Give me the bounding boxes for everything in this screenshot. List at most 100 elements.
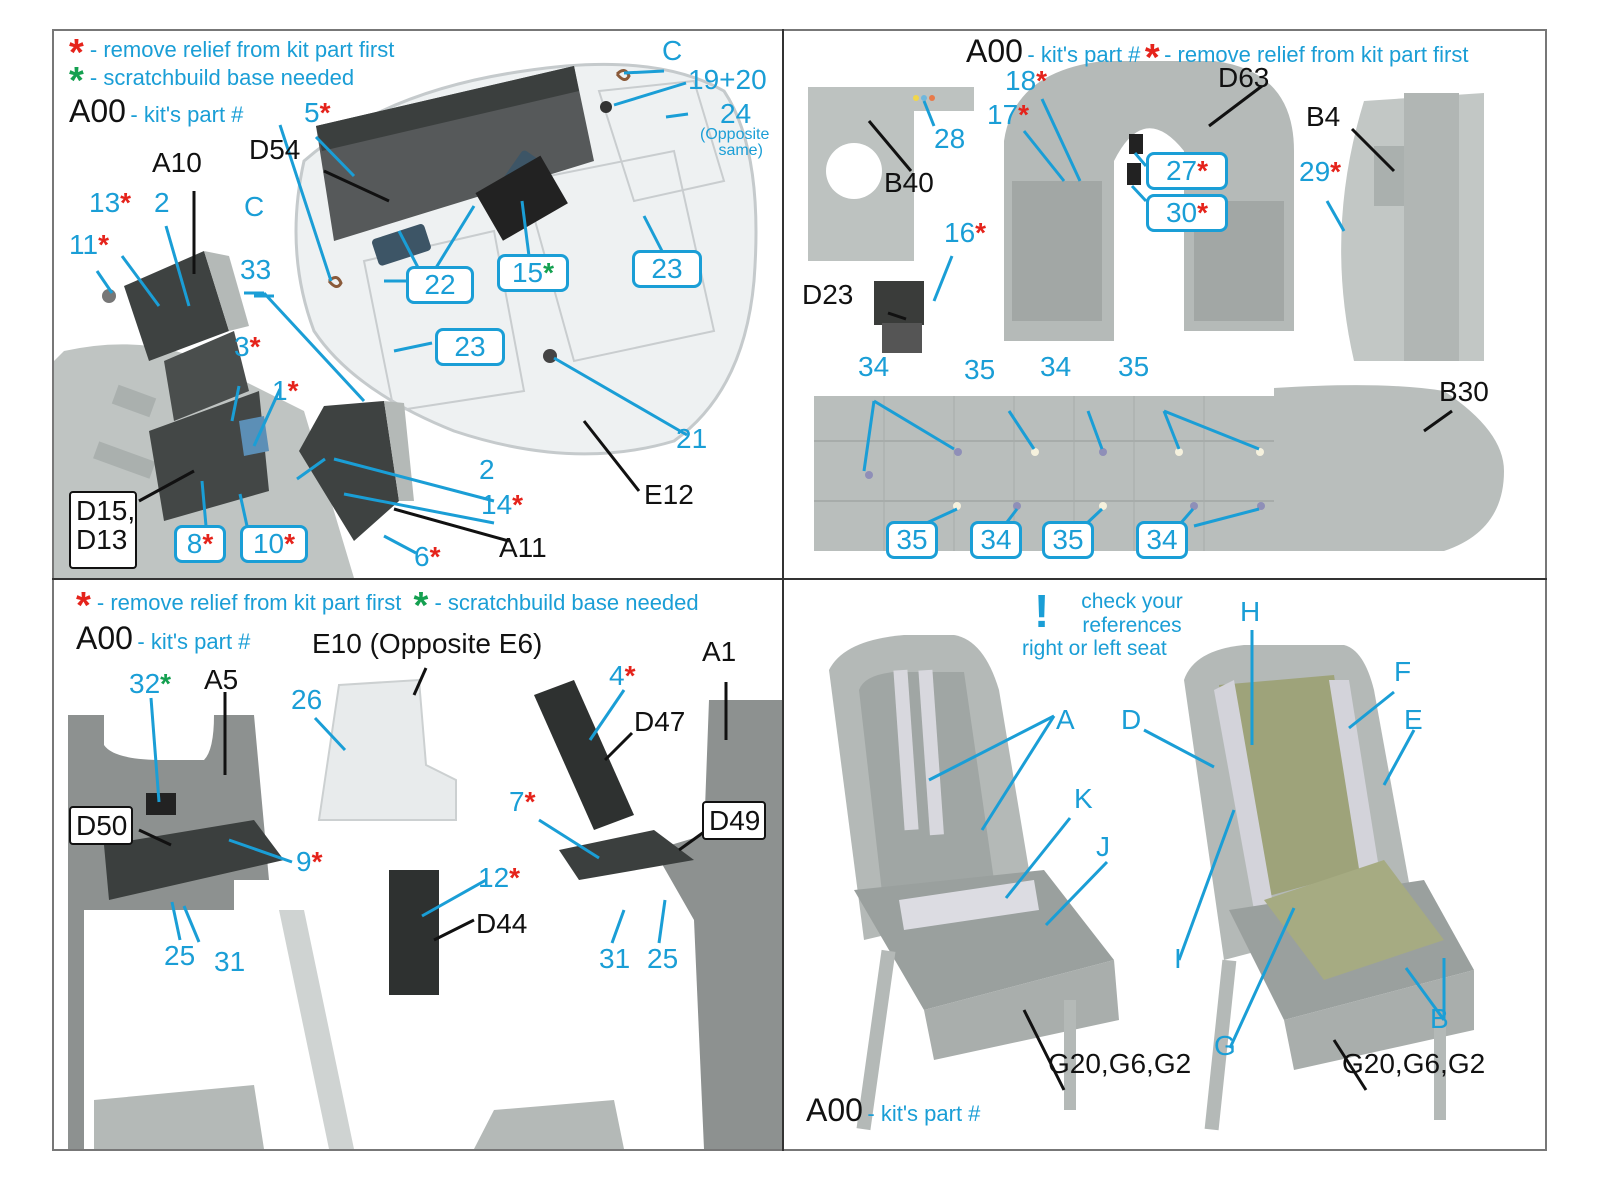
panel-instrument-panel-canopy: * - remove relief from kit part first * …	[54, 31, 782, 578]
callout-6: 6*	[414, 541, 441, 572]
callout-31-right: 31	[599, 943, 631, 974]
green-star-icon: *	[413, 585, 429, 627]
red-star-icon: *	[76, 585, 91, 627]
callout-5: 5*	[304, 97, 331, 128]
legend-line-p3: * - remove relief from kit part first * …	[76, 587, 699, 625]
legend-green-star-line: * - scratchbuild base needed	[69, 62, 355, 100]
callout-I: I	[1174, 943, 1182, 974]
panel-side-panels: * - remove relief from kit part first * …	[54, 580, 782, 1149]
callout-15: 15*	[497, 254, 569, 292]
part-D44	[389, 870, 439, 995]
part-label-D15-D13: D15,D13	[69, 491, 137, 569]
part-label-D63: D63	[1218, 62, 1270, 93]
callout-26: 26	[291, 684, 323, 715]
legend-kit-text: - kit's part #	[1027, 42, 1141, 67]
callout-1: 1*	[272, 375, 299, 406]
callout-8: 8*	[174, 525, 226, 563]
legend-kit-part-line-p3: A00 - kit's part #	[76, 622, 250, 654]
panel-side-consoles-floor: A00 - kit's part # * - remove relief fro…	[784, 31, 1545, 578]
callout-25-right: 25	[647, 943, 679, 974]
kit-code-sample: A00	[69, 93, 126, 129]
callout-H: H	[1240, 596, 1261, 627]
callout-17: 17*	[987, 99, 1030, 130]
part-B40	[808, 87, 974, 261]
callout-F: F	[1394, 656, 1412, 687]
part-label-B40: B40	[884, 167, 934, 198]
callout-4: 4*	[609, 660, 636, 691]
part-label-E10: E10 (Opposite E6)	[312, 628, 543, 659]
callout-33: 33	[240, 254, 272, 285]
callout-J: J	[1096, 831, 1110, 862]
part-E10	[317, 678, 457, 821]
callout-29: 29*	[1299, 156, 1342, 187]
callout-C-left: C	[244, 191, 265, 222]
callout-28: 28	[934, 123, 966, 154]
callout-30: 30*	[1146, 194, 1228, 232]
callout-12: 12*	[478, 862, 521, 893]
callout-13: 13*	[89, 187, 132, 218]
callout-9: 9*	[296, 846, 323, 877]
callout-G: G	[1214, 1030, 1236, 1061]
part-D49	[559, 830, 694, 880]
kit-code-sample: A00	[76, 620, 133, 656]
callout-18: 18*	[1005, 65, 1048, 96]
glare-shield-D54	[316, 66, 594, 241]
red-star-icon: *	[1144, 37, 1160, 79]
callout-16: 16*	[944, 217, 987, 248]
callout-35-bottom-b: 35	[1042, 521, 1094, 559]
callout-34-bottom-b: 34	[1136, 521, 1188, 559]
panel2-illustration	[808, 61, 1504, 551]
callout-34-top-a: 34	[858, 351, 890, 382]
legend-green-text: - scratchbuild base needed	[434, 590, 699, 615]
instrument-panel-A10	[124, 251, 229, 361]
callout-35-bottom-a: 35	[886, 521, 938, 559]
callout-34-top-b: 34	[1040, 351, 1072, 382]
part-label-A5: A5	[204, 664, 239, 695]
callout-14: 14*	[481, 489, 524, 520]
part-label-D23: D23	[802, 279, 854, 310]
callout-D: D	[1121, 704, 1142, 735]
legend-kit-text: - kit's part #	[130, 102, 244, 127]
part-label-D49: D49	[702, 801, 766, 841]
callout-7: 7*	[509, 786, 536, 817]
part-D50	[104, 820, 284, 900]
callout-31-left: 31	[214, 946, 246, 977]
part-label-G20-G6-G2-right: G20,G6,G2	[1342, 1048, 1486, 1079]
part-label-A10: A10	[152, 147, 202, 178]
callout-32: 32*	[129, 668, 172, 699]
callout-21: 21	[676, 423, 708, 454]
instrument-panel-A11	[299, 401, 399, 541]
check-references-line3: right or left seat	[1022, 637, 1167, 660]
callout-3: 3*	[234, 331, 261, 362]
callout-23-center: 23	[435, 328, 505, 366]
panel-divider-horizontal	[52, 578, 1547, 580]
legend-kit-part-line-p4: A00 - kit's part #	[806, 1094, 980, 1126]
center-console	[149, 391, 269, 521]
kit-code-sample: A00	[966, 33, 1023, 69]
panel3-illustration	[68, 667, 782, 1149]
panel-divider-vertical	[782, 29, 784, 1151]
legend-kit-text: - kit's part #	[137, 629, 251, 654]
legend-red-text: - remove relief from kit part first	[96, 590, 402, 615]
legend-kit-part-line: A00 - kit's part #	[69, 95, 243, 127]
callout-23-right: 23	[632, 250, 702, 288]
panel4-illustration	[829, 630, 1474, 1131]
callout-2-right: 2	[479, 454, 495, 485]
part-label-A1: A1	[702, 636, 737, 667]
part-label-E12: E12	[644, 479, 694, 510]
callout-19-20: 19+20	[688, 64, 767, 95]
part-label-D54: D54	[249, 134, 301, 165]
part-label-B30: B30	[1439, 376, 1489, 407]
callout-2-left: 2	[154, 187, 170, 218]
part-label-G20-G6-G2-left: G20,G6,G2	[1048, 1048, 1192, 1079]
callout-24: 24	[720, 98, 752, 129]
legend-red-star-line: * - remove relief from kit part first	[69, 34, 394, 72]
legend-kit-text: - kit's part #	[867, 1101, 981, 1126]
callout-C-top: C	[662, 35, 683, 66]
part-D47	[534, 680, 634, 830]
legend-green-text: - scratchbuild base needed	[89, 65, 355, 90]
kit-code-sample: A00	[806, 1092, 863, 1128]
part-B30-floor	[814, 385, 1504, 551]
